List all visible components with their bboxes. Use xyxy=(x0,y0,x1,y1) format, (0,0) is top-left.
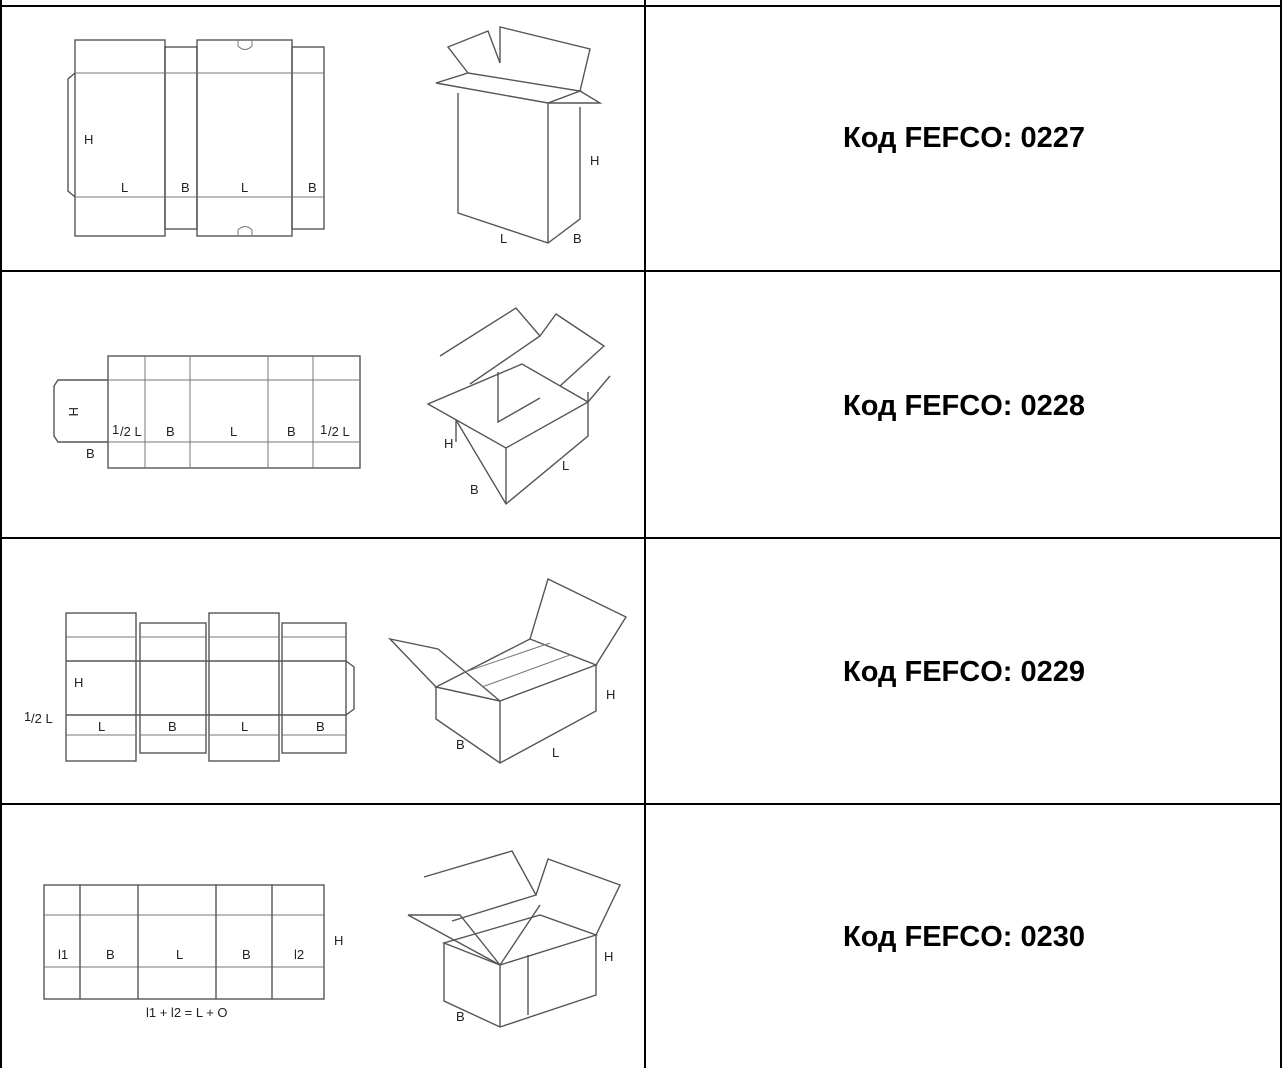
blank-label: L xyxy=(241,180,248,195)
blank-label: H xyxy=(334,933,343,948)
box-label: B xyxy=(456,1009,465,1024)
blank-label: 1 xyxy=(112,422,119,437)
blank-layout: H L B L B xyxy=(67,39,325,237)
blank-label: B xyxy=(86,446,95,461)
blank-label: L xyxy=(98,719,105,734)
box-diagram-0230: l1 B L B l2 H l1 + l2 = L + O H B xyxy=(43,850,621,1028)
box-label: B xyxy=(456,737,465,752)
blank-label: B xyxy=(287,424,296,439)
column-divider xyxy=(644,0,646,1068)
blank-label: L xyxy=(121,180,128,195)
row-divider xyxy=(0,537,1282,539)
box-label: B xyxy=(573,231,582,246)
blank-layout: l1 B L B l2 H l1 + l2 = L + O xyxy=(43,884,343,1020)
box-label: L xyxy=(562,458,569,473)
blank-label: L xyxy=(241,719,248,734)
blank-layout: H B 1 /2 L B L B 1 /2 L xyxy=(53,355,361,469)
box-label: H xyxy=(444,436,453,451)
box-label: L xyxy=(552,745,559,760)
row-divider xyxy=(0,270,1282,272)
box-label: L xyxy=(500,231,507,246)
table-border-top xyxy=(0,5,1282,7)
blank-label: B xyxy=(166,424,175,439)
blank-label: B xyxy=(242,947,251,962)
box-diagram-0229: H 1 /2 L L B L B H B L xyxy=(24,578,628,764)
box-3d: H B L xyxy=(387,578,628,764)
blank-label: B xyxy=(308,180,317,195)
row-divider xyxy=(0,803,1282,805)
fefco-code: Код FEFCO: 0228 xyxy=(843,390,1085,422)
blank-layout: H 1 /2 L L B L B xyxy=(24,612,355,762)
table-row: l1 B L B l2 H l1 + l2 = L + O H B xyxy=(0,805,1282,1068)
table-border-left xyxy=(0,0,2,1068)
blank-label: B xyxy=(316,719,325,734)
box-3d: H B L xyxy=(426,307,611,506)
blank-label: l1 + l2 = L + O xyxy=(146,1005,228,1020)
blank-label: l1 xyxy=(58,947,68,962)
blank-label: L xyxy=(176,947,183,962)
blank-label: /2 L xyxy=(120,424,142,439)
blank-label: H xyxy=(74,675,83,690)
blank-label: B xyxy=(106,947,115,962)
box-3d: H L B xyxy=(435,26,603,246)
box-label: H xyxy=(604,949,613,964)
blank-label: L xyxy=(230,424,237,439)
fefco-code: Код FEFCO: 0227 xyxy=(843,122,1085,154)
box-3d: H B xyxy=(407,850,621,1028)
blank-label: l2 xyxy=(294,947,304,962)
box-label: B xyxy=(470,482,479,497)
table-row: H 1 /2 L L B L B H B L Код FEFCO: 0 xyxy=(0,539,1282,803)
blank-label: /2 L xyxy=(328,424,350,439)
fefco-code: Код FEFCO: 0230 xyxy=(843,921,1085,953)
blank-label: 1 xyxy=(320,422,327,437)
blank-label: H xyxy=(66,407,81,416)
table-border-right xyxy=(1280,0,1282,1068)
box-label: H xyxy=(590,153,599,168)
blank-label: /2 L xyxy=(31,711,53,726)
fefco-code: Код FEFCO: 0229 xyxy=(843,656,1085,688)
table-row: H B 1 /2 L B L B 1 /2 L H B xyxy=(0,272,1282,537)
blank-label: H xyxy=(84,132,93,147)
box-diagram-0228: H B 1 /2 L B L B 1 /2 L H B xyxy=(53,307,611,506)
table-row: H L B L B H L B Код FEFCO: 0227 xyxy=(0,7,1282,270)
blank-label: B xyxy=(181,180,190,195)
box-label: H xyxy=(606,687,615,702)
blank-label: 1 xyxy=(24,709,31,724)
box-diagram-0227: H L B L B H L B xyxy=(67,26,603,246)
blank-label: B xyxy=(168,719,177,734)
